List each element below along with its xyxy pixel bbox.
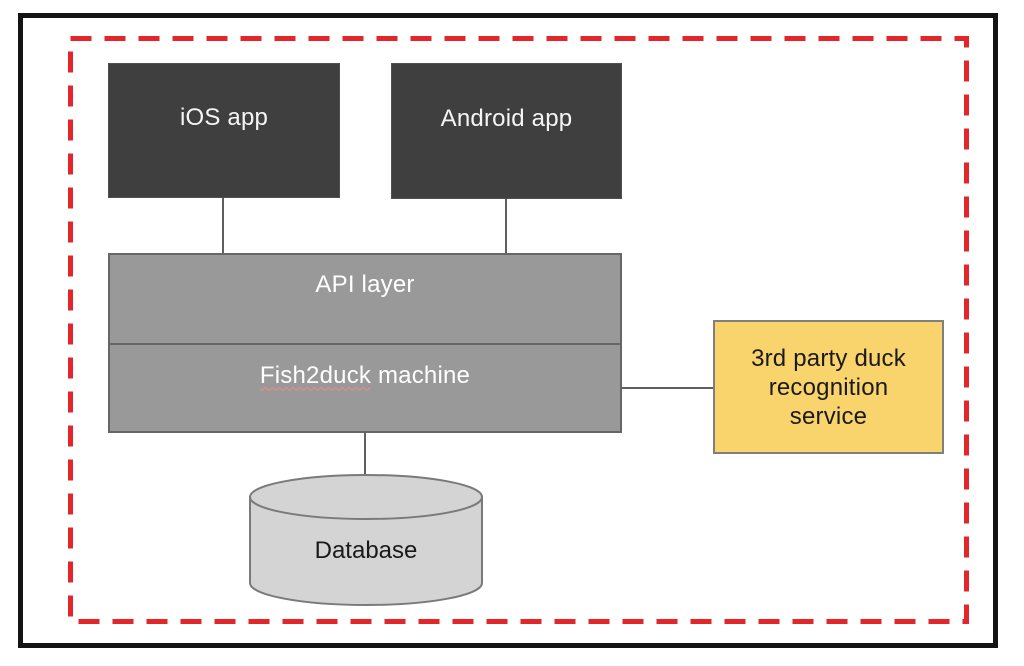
third-party-service-label: 3rd party duck recognition service (751, 344, 906, 430)
fish2duck-misspelled-word: Fish2duck (259, 361, 372, 389)
fish2duck-label-rest: machine (371, 361, 471, 389)
database-label: Database (314, 537, 418, 564)
ios-app-label: iOS app (179, 104, 269, 131)
node-third-party-duck-recognition-service: 3rd party duck recognition service (713, 320, 944, 454)
node-ios-app: iOS app (108, 63, 340, 198)
android-app-label: Android app (440, 104, 573, 132)
node-api-layer: API layer (108, 253, 622, 343)
api-layer-label: API layer (315, 270, 415, 298)
node-android-app: Android app (391, 63, 622, 199)
outer-black-frame (18, 13, 998, 648)
fish2duck-machine-label: Fish2duck machine (260, 361, 470, 390)
node-fish2duck-machine: Fish2duck machine (108, 343, 622, 433)
